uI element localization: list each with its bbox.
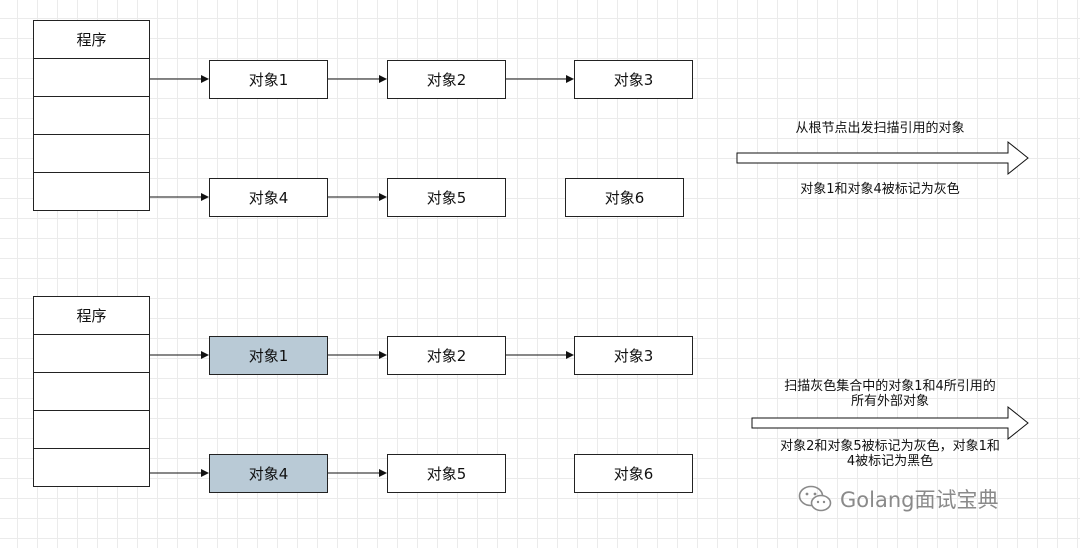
program-stack-bottom: 程序 <box>33 296 150 487</box>
process-arrow-bottom <box>751 405 1029 441</box>
object-node-2: 对象2 <box>387 60 506 99</box>
program-slot <box>33 135 150 173</box>
note-line: 对象2和对象5被标记为灰色，对象1和 <box>780 439 1000 454</box>
program-slot <box>33 411 150 449</box>
note-scan-from-root: 从根节点出发扫描引用的对象 <box>795 121 965 136</box>
object-node-6: 对象6 <box>574 454 693 493</box>
program-slot <box>33 173 150 211</box>
object-node-5: 对象5 <box>387 178 506 217</box>
program-slot <box>33 59 150 97</box>
note-marked-gray: 对象1和对象4被标记为灰色 <box>800 182 960 197</box>
wechat-icon <box>798 485 832 512</box>
program-slot <box>33 335 150 373</box>
object-node-5: 对象5 <box>387 454 506 493</box>
program-slot <box>33 373 150 411</box>
program-label: 程序 <box>33 296 150 335</box>
process-arrow-top <box>736 140 1029 176</box>
object-node-1: 对象1 <box>209 60 328 99</box>
object-node-4-gray: 对象4 <box>209 454 328 493</box>
note-line: 4被标记为黑色 <box>846 454 934 469</box>
object-node-6: 对象6 <box>565 178 684 217</box>
object-node-3: 对象3 <box>574 336 693 375</box>
note-marked-gray-black: 对象2和对象5被标记为灰色，对象1和 4被标记为黑色 <box>740 439 1040 469</box>
watermark: Golang面试宝典 <box>798 484 998 514</box>
program-label: 程序 <box>33 20 150 59</box>
note-scan-gray-set: 扫描灰色集合中的对象1和4所引用的 所有外部对象 <box>740 379 1040 409</box>
watermark-text: Golang面试宝典 <box>840 488 999 512</box>
program-slot <box>33 97 150 135</box>
object-node-4: 对象4 <box>209 178 328 217</box>
note-line: 所有外部对象 <box>850 394 929 409</box>
program-stack-top: 程序 <box>33 20 150 211</box>
note-line: 扫描灰色集合中的对象1和4所引用的 <box>784 379 996 394</box>
object-node-1-gray: 对象1 <box>209 336 328 375</box>
program-slot <box>33 449 150 487</box>
object-node-3: 对象3 <box>574 60 693 99</box>
object-node-2: 对象2 <box>387 336 506 375</box>
